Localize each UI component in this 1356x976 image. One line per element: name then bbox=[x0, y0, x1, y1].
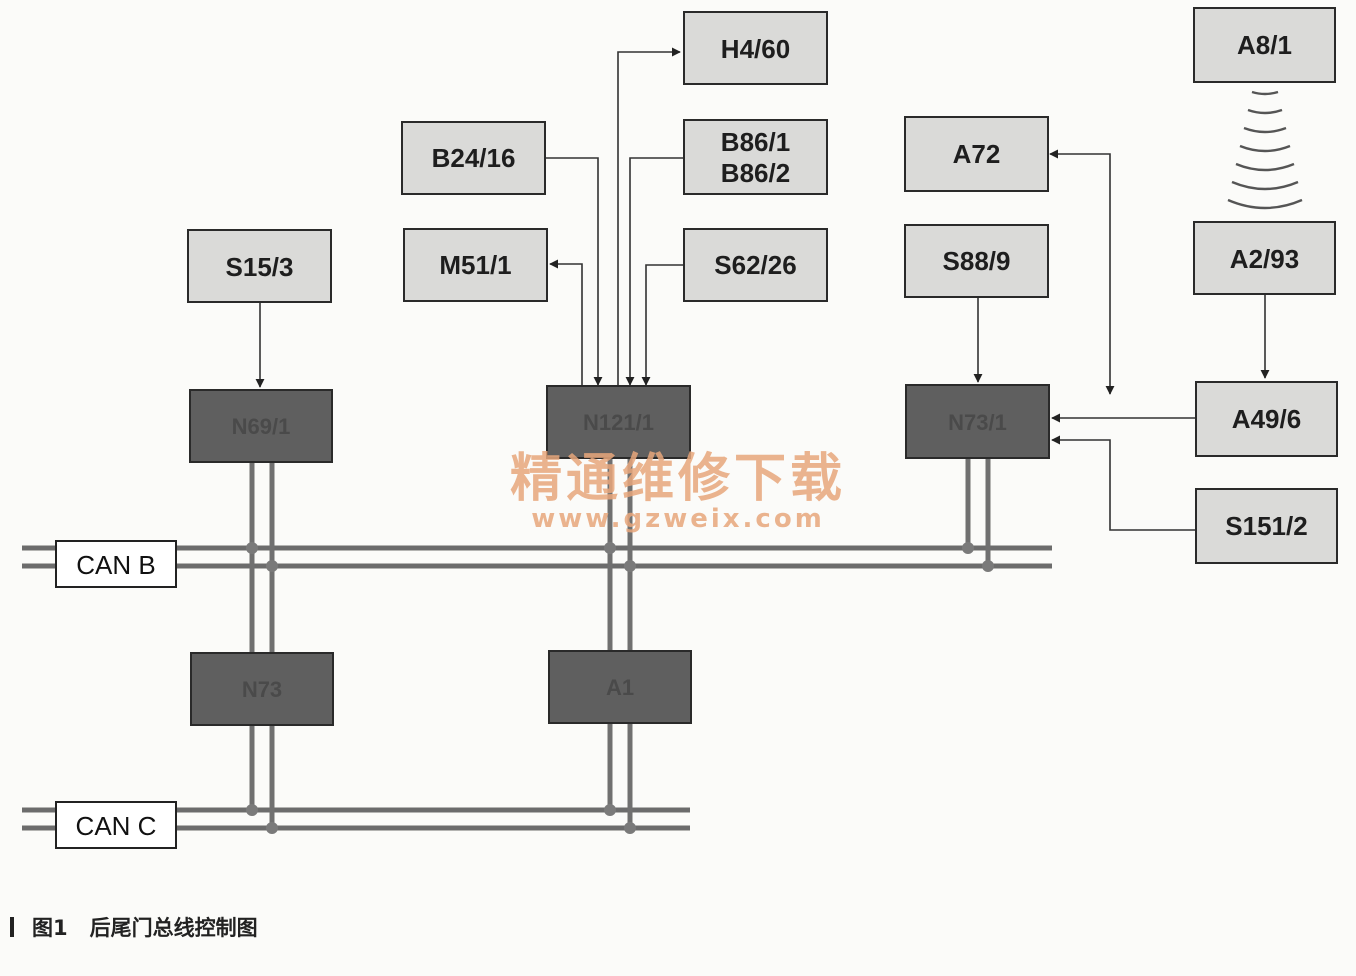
caption-text: 后尾门总线控制图 bbox=[89, 916, 258, 940]
label-a72: A72 bbox=[953, 139, 1001, 169]
can-b-bus bbox=[22, 545, 1052, 569]
box-b86: B86/1 B86/2 bbox=[683, 119, 828, 195]
box-a1: A1 bbox=[548, 650, 692, 724]
watermark-url: www.gzweix.com bbox=[531, 504, 825, 534]
can-c-label-box: CAN C bbox=[55, 801, 177, 849]
label-a8-1: A8/1 bbox=[1237, 30, 1292, 60]
watermark: 精通维修下载 www.gzweix.com bbox=[510, 449, 846, 534]
box-a49-6: A49/6 bbox=[1195, 381, 1338, 457]
bus-diagram: S15/3 B24/16 M51/1 H4/60 B86/1 B86/2 S62… bbox=[22, 7, 1338, 849]
label-n73: N73 bbox=[242, 677, 282, 702]
label-a2-93: A2/93 bbox=[1230, 244, 1299, 274]
box-n73: N73 bbox=[190, 652, 334, 726]
label-h4-60: H4/60 bbox=[721, 34, 790, 64]
box-n73-1: N73/1 bbox=[905, 384, 1050, 459]
label-s15-3: S15/3 bbox=[226, 252, 294, 282]
box-h4-60: H4/60 bbox=[683, 11, 828, 85]
box-m51-1: M51/1 bbox=[403, 228, 548, 302]
label-s62-26: S62/26 bbox=[714, 250, 796, 280]
box-a8-1: A8/1 bbox=[1193, 7, 1336, 83]
label-can-b: CAN B bbox=[76, 550, 155, 580]
box-a2-93: A2/93 bbox=[1193, 221, 1336, 295]
label-b86-1: B86/1 bbox=[721, 127, 790, 157]
label-s151-2: S151/2 bbox=[1225, 511, 1307, 541]
box-n69-1: N69/1 bbox=[189, 389, 333, 463]
bus-drops bbox=[249, 458, 991, 828]
label-m51-1: M51/1 bbox=[439, 250, 511, 280]
box-s62-26: S62/26 bbox=[683, 228, 828, 302]
box-n121-1: N121/1 bbox=[546, 385, 691, 459]
label-n73-1: N73/1 bbox=[948, 410, 1007, 435]
caption-bar bbox=[10, 917, 14, 937]
signal-wires bbox=[255, 47, 1270, 531]
box-s88-9: S88/9 bbox=[904, 224, 1049, 298]
label-n69-1: N69/1 bbox=[232, 414, 291, 439]
figure-caption: 图1 后尾门总线控制图 bbox=[10, 912, 258, 942]
label-a1: A1 bbox=[606, 675, 634, 700]
label-a49-6: A49/6 bbox=[1232, 404, 1301, 434]
label-n121-1: N121/1 bbox=[583, 410, 654, 435]
label-s88-9: S88/9 bbox=[943, 246, 1011, 276]
box-a72: A72 bbox=[904, 116, 1049, 192]
box-b24-16: B24/16 bbox=[401, 121, 546, 195]
label-b86-2: B86/2 bbox=[721, 158, 790, 188]
wireless-signal-icon bbox=[1227, 90, 1303, 210]
label-b24-16: B24/16 bbox=[432, 143, 516, 173]
caption-figure-number: 图1 bbox=[32, 916, 68, 940]
label-can-c: CAN C bbox=[76, 811, 157, 841]
can-b-label-box: CAN B bbox=[55, 540, 177, 588]
box-s15-3: S15/3 bbox=[187, 229, 332, 303]
bus-junctions bbox=[246, 542, 994, 834]
box-s151-2: S151/2 bbox=[1195, 488, 1338, 564]
watermark-title: 精通维修下载 bbox=[510, 449, 846, 509]
